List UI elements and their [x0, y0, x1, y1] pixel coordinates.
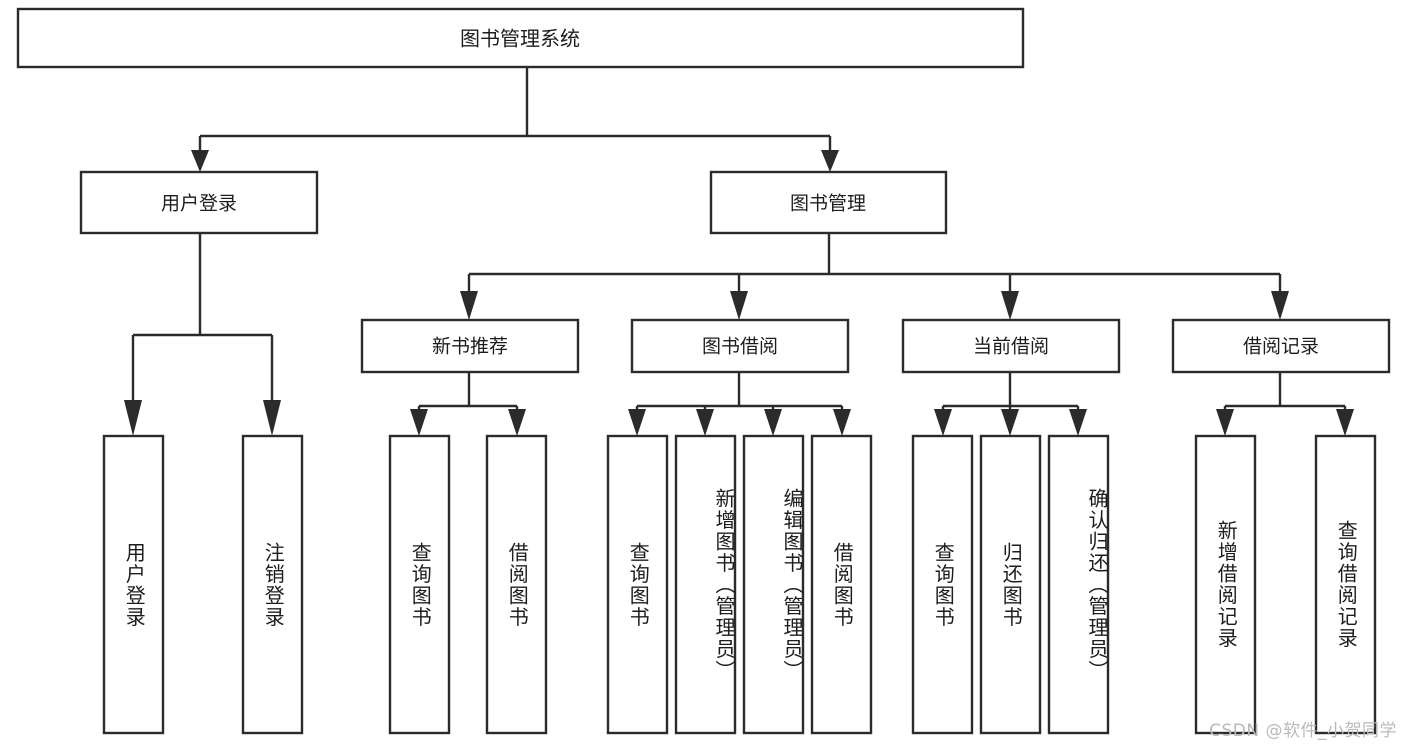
leaf-query-book-new-box[interactable] — [388, 434, 451, 735]
node-borrow-record-label: 借阅记录 — [1243, 336, 1319, 358]
node-user-login-label: 用户登录 — [161, 193, 237, 215]
node-new-book-recommend[interactable]: 新书推荐 — [360, 318, 580, 374]
arrow-head-current-borrow — [1001, 291, 1019, 320]
node-user-login-box[interactable] — [79, 170, 319, 235]
leaf-add-record-box[interactable] — [1194, 434, 1257, 735]
leaf-user-login-box[interactable] — [102, 434, 165, 735]
arrow-head-leaf-add-record — [1216, 409, 1234, 436]
node-book-borrow[interactable]: 图书借阅 — [630, 318, 850, 374]
arrow-head-leaf-return-book — [1001, 409, 1019, 436]
connector-group-book-borrow — [628, 372, 851, 436]
leaf-borrow-book-new-box[interactable] — [485, 434, 548, 735]
leaf-query-book-c-box[interactable] — [911, 434, 974, 735]
node-book-borrow-box[interactable] — [630, 318, 850, 374]
connector-group-new-book-recommend — [410, 372, 526, 436]
node-book-manage-box[interactable] — [709, 170, 948, 235]
node-borrow-record[interactable]: 借阅记录 — [1171, 318, 1391, 374]
arrow-head-book-borrow — [730, 291, 748, 320]
node-book-manage[interactable]: 图书管理 — [709, 170, 948, 235]
node-root[interactable]: 图书管理系统 — [16, 7, 1025, 69]
csdn-watermark: CSDN @软件_小贺同学 — [1209, 721, 1397, 741]
node-current-borrow-label: 当前借阅 — [973, 336, 1049, 358]
arrow-head-leaf-confirm-return — [1069, 409, 1087, 436]
leaf-boxes — [102, 434, 1377, 735]
arrow-head-book-manage — [821, 150, 839, 172]
node-book-borrow-label: 图书借阅 — [702, 336, 778, 358]
leaf-borrow-book-b-box[interactable] — [810, 434, 873, 735]
arrow-head-leaf-add-book — [696, 409, 714, 436]
node-book-manage-label: 图书管理 — [790, 193, 866, 215]
arrow-head-leaf-query-book-c — [934, 409, 952, 436]
arrow-head-leaf-query-book-new — [410, 409, 428, 436]
node-root-box[interactable] — [16, 7, 1025, 69]
leaf-confirm-return-box[interactable] — [1047, 434, 1110, 735]
arrow-head-leaf-user-login — [124, 400, 142, 436]
leaf-add-book-box[interactable] — [674, 434, 737, 735]
leaf-return-book-box[interactable] — [979, 434, 1042, 735]
arrow-head-leaf-borrow-book-b — [833, 409, 851, 436]
arrow-head-leaf-query-record — [1336, 409, 1354, 436]
node-root-label: 图书管理系统 — [460, 27, 580, 51]
node-current-borrow-box[interactable] — [901, 318, 1121, 374]
leaf-query-book-b-box[interactable] — [606, 434, 669, 735]
connector-group-root — [191, 68, 839, 172]
node-borrow-record-box[interactable] — [1171, 318, 1391, 374]
node-user-login[interactable]: 用户登录 — [79, 170, 319, 235]
arrow-head-user-login — [191, 150, 209, 172]
connector-group-book-manage — [460, 233, 1289, 320]
connector-group-user-login — [124, 233, 281, 436]
arrow-head-new-book-recommend — [460, 291, 478, 320]
node-current-borrow[interactable]: 当前借阅 — [901, 318, 1121, 374]
node-new-book-recommend-label: 新书推荐 — [432, 336, 508, 358]
leaf-logout-box[interactable] — [241, 434, 304, 735]
arrow-head-borrow-record — [1271, 291, 1289, 320]
node-new-book-recommend-box[interactable] — [360, 318, 580, 374]
arrow-head-leaf-borrow-book-new — [508, 409, 526, 436]
arrow-head-leaf-query-book-b — [628, 409, 646, 436]
leaf-edit-book-box[interactable] — [742, 434, 805, 735]
connector-group-borrow-record — [1216, 372, 1354, 436]
arrow-head-leaf-logout — [263, 400, 281, 436]
leaf-query-record-box[interactable] — [1314, 434, 1377, 735]
connector-group-current-borrow — [934, 372, 1087, 436]
arrow-head-leaf-edit-book — [764, 409, 782, 436]
